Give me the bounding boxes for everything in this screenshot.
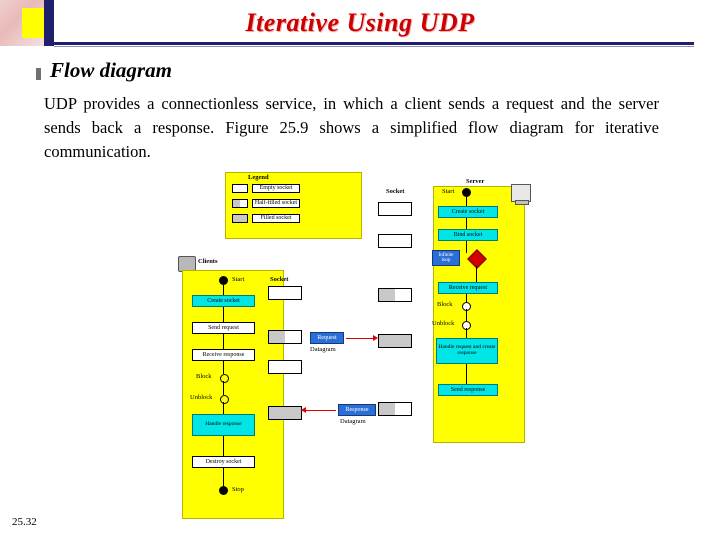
legend-swatch-empty	[232, 184, 248, 193]
flow-diagram-figure: Legend Empty socket Half-filled socket F…	[170, 172, 560, 519]
server-socket-box-4	[378, 334, 412, 348]
server-socket-box-5	[378, 402, 412, 416]
response-arrow-line	[306, 410, 336, 411]
slide-number: 25.32	[12, 516, 37, 528]
server-socket-box-3	[378, 288, 412, 302]
client-connector-5	[223, 381, 224, 395]
server-block-label: Block	[437, 301, 453, 308]
server-socket-box-2	[378, 234, 412, 248]
client-connector-6	[223, 402, 224, 414]
server-socket-box-1	[378, 202, 412, 216]
body-paragraph: UDP provides a connectionless service, i…	[44, 94, 659, 161]
client-unblock-node-icon	[220, 395, 229, 404]
client-socket-box-1	[268, 286, 302, 300]
server-panel	[433, 186, 525, 443]
client-stop-label: Stop	[232, 486, 244, 493]
client-socket-title: Socket	[270, 276, 289, 283]
client-socket-box-3	[268, 360, 302, 374]
server-title: Server	[466, 178, 485, 185]
header-rule	[54, 42, 694, 45]
client-step-destroy-socket: Destroy socket	[192, 456, 255, 468]
legend-swatch-filled	[232, 214, 248, 223]
client-step-send-request: Send request	[192, 322, 255, 334]
client-step-receive-response: Receive response	[192, 349, 255, 361]
request-datagram-sublabel: Datagram	[310, 346, 336, 353]
client-connector-7	[223, 436, 224, 456]
response-datagram-sublabel: Datagram	[340, 418, 366, 425]
server-start-label: Start	[442, 188, 455, 195]
server-step-bind-socket: Bind socket	[438, 229, 498, 241]
server-connector-2	[466, 218, 467, 229]
request-arrow-line	[346, 338, 374, 339]
client-start-node	[219, 276, 228, 285]
server-connector-8	[466, 364, 467, 384]
server-connector-1	[466, 197, 467, 206]
client-step-handle-response: Handle response	[192, 414, 255, 436]
legend-item-half-label: Half-filled socket	[252, 199, 300, 208]
page-title: Iterative Using UDP	[245, 8, 475, 37]
client-connector-1	[223, 285, 224, 295]
client-connector-4	[223, 361, 224, 374]
client-unblock-label: Unblock	[190, 394, 213, 401]
server-host-icon	[511, 184, 531, 205]
client-socket-box-2	[268, 330, 302, 344]
client-connector-2	[223, 307, 224, 322]
client-connector-3	[223, 334, 224, 349]
server-step-receive-request: Receive request	[438, 282, 498, 294]
server-start-node	[462, 188, 471, 197]
client-connector-8	[223, 468, 224, 486]
server-connector-4	[476, 266, 477, 282]
response-datagram-box: Response	[338, 404, 376, 416]
header-rule-secondary	[54, 46, 694, 47]
server-unblock-label: Unblock	[432, 320, 455, 327]
client-panel	[182, 270, 284, 519]
request-datagram-box: Request	[310, 332, 344, 344]
client-step-create-socket: Create socket	[192, 295, 255, 307]
server-step-handle-request: Handle request and create response	[436, 338, 498, 364]
legend-item-empty-label: Empty socket	[252, 184, 300, 193]
response-arrow-head	[301, 407, 306, 413]
bullet-heading-row: Flow diagram	[36, 58, 172, 83]
legend-swatch-half	[232, 199, 248, 208]
bullet-heading-label: Flow diagram	[50, 58, 172, 82]
header-yellow-block	[22, 8, 44, 38]
client-block-node-icon	[220, 374, 229, 383]
bullet-marker-icon	[36, 68, 41, 80]
server-socket-title: Socket	[386, 188, 405, 195]
server-infinite-loop-label: Infinite loop	[432, 250, 460, 266]
server-step-send-response: Send response	[438, 384, 498, 396]
legend-title: Legend	[248, 174, 269, 181]
server-connector-7	[466, 328, 467, 338]
header-navy-bar	[44, 0, 54, 46]
client-stop-node	[219, 486, 228, 495]
legend-item-filled-label: Filled socket	[252, 214, 300, 223]
client-block-label: Block	[196, 373, 212, 380]
client-socket-box-4	[268, 406, 302, 420]
server-connector-6	[466, 309, 467, 321]
client-start-label: Start	[232, 276, 245, 283]
server-connector-3	[466, 241, 467, 253]
server-step-create-socket: Create socket	[438, 206, 498, 218]
client-title: Clients	[198, 258, 218, 265]
server-connector-5	[466, 294, 467, 302]
request-arrow-head	[373, 335, 378, 341]
